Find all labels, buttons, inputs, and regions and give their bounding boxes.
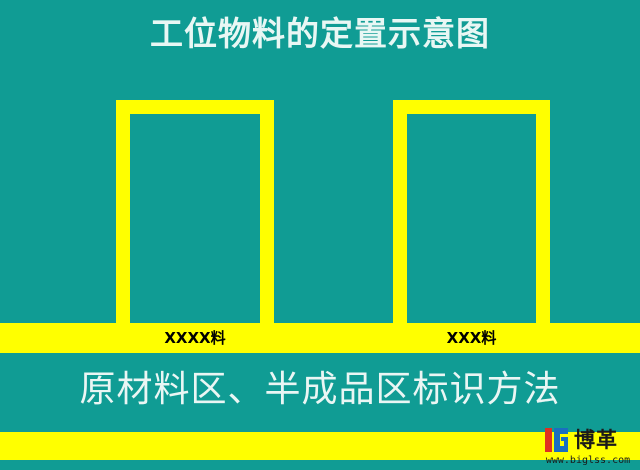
material-zone-left-frame	[116, 100, 274, 325]
brand-logo-icon	[545, 428, 568, 452]
brand-logo-url: www.biglss.com	[545, 455, 631, 466]
brand-logo-name: 博革	[574, 428, 618, 452]
material-zone-right-frame	[393, 100, 550, 325]
zone-label-right: XXX料	[446, 329, 497, 347]
floor-marking-line-top	[0, 323, 640, 353]
caption-text: 原材料区、半成品区标识方法	[79, 369, 561, 410]
slide-title: 工位物料的定置示意图	[150, 14, 490, 53]
floor-marking-line-bottom	[0, 432, 640, 460]
brand-logo: 博革 www.biglss.com	[540, 424, 636, 468]
zone-label-left: XXXX料	[164, 329, 226, 347]
